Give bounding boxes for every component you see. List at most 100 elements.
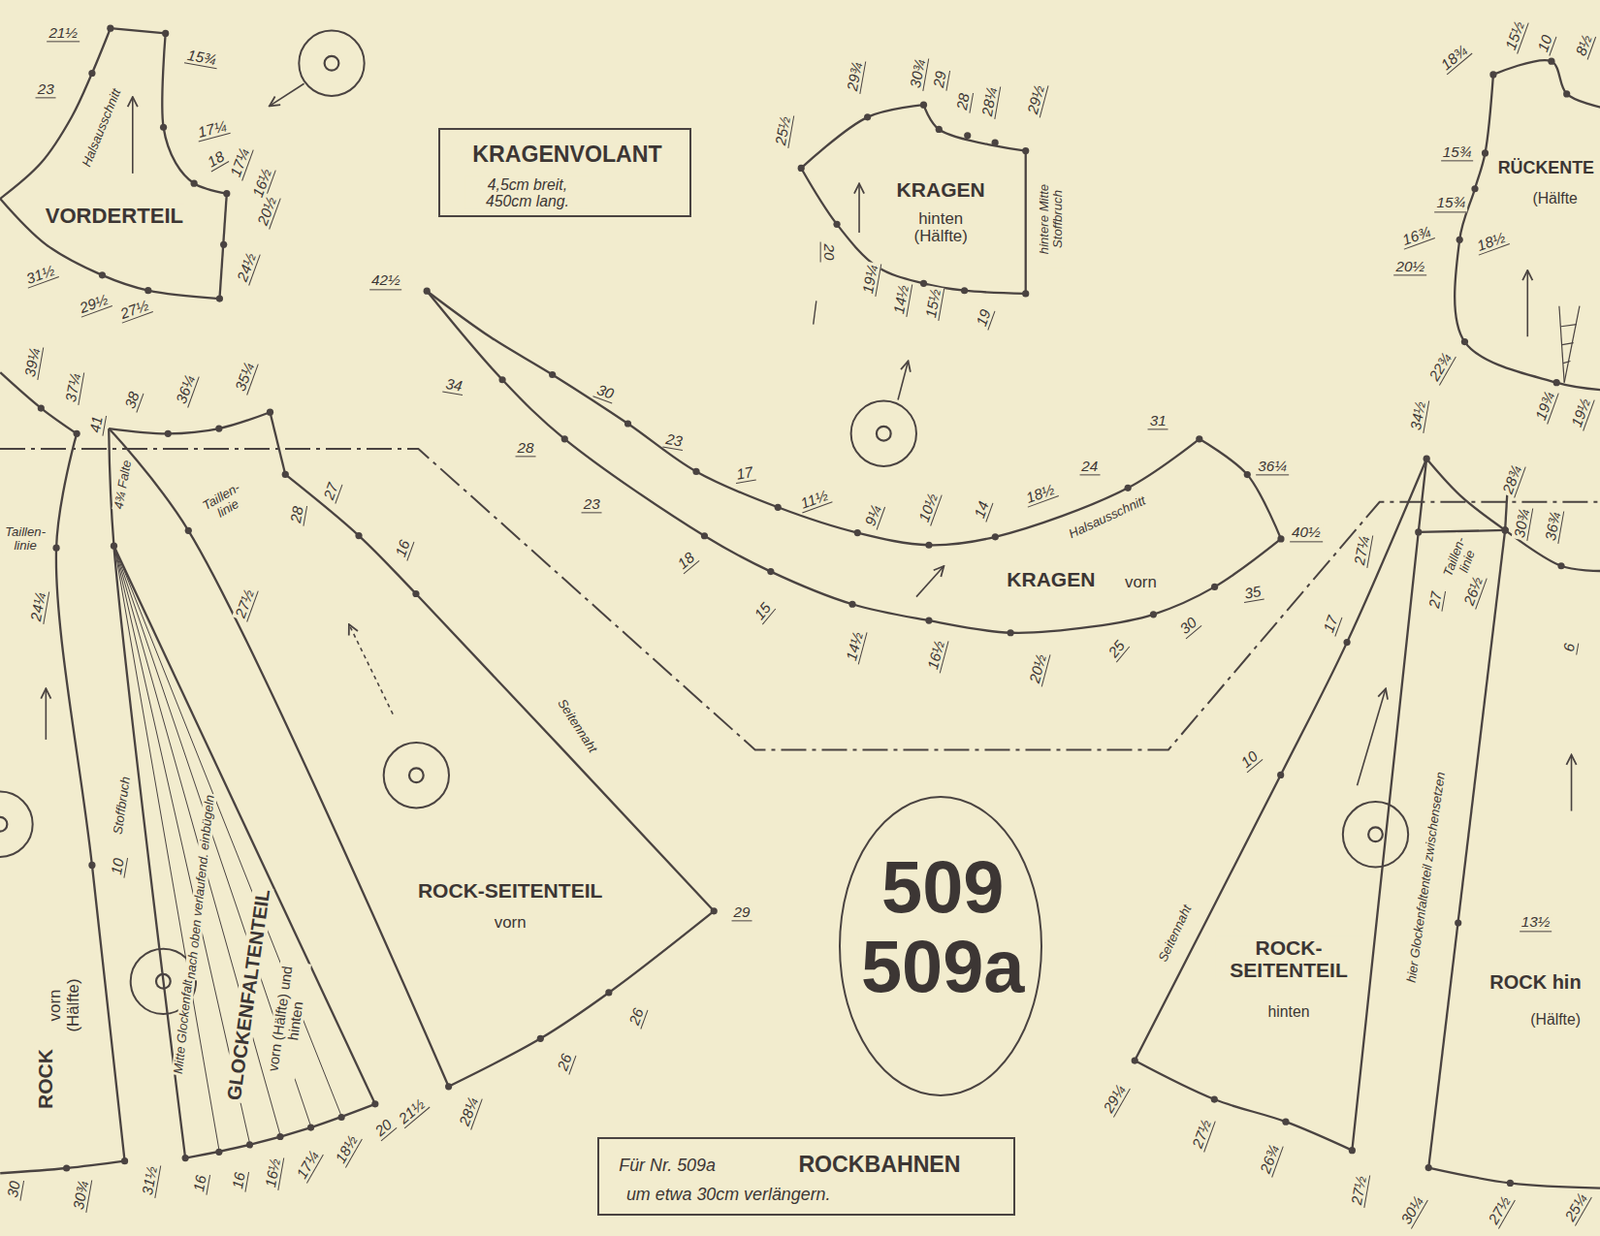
grain-arrow — [1570, 755, 1573, 812]
button-ring — [298, 31, 364, 96]
measurement-number: 41 — [87, 413, 108, 437]
piece-name: Für Nr. 509a — [616, 1156, 718, 1177]
button-mark — [384, 742, 449, 808]
measurement-number: 9¼ — [861, 502, 886, 532]
measurement-number: 18½ — [1023, 480, 1060, 509]
mark-dot — [1211, 1096, 1218, 1104]
piece-name: KRAGEN — [895, 178, 988, 201]
measurement-number: 27½ — [116, 296, 154, 324]
measurement-number: 17¼ — [193, 117, 230, 142]
mark-dot — [1277, 771, 1284, 779]
measurement-number: 30¾ — [1511, 506, 1535, 542]
piece-name: hinten (Hälfte) — [897, 210, 984, 247]
mark-dot — [1460, 338, 1468, 346]
piece-name: ROCK-SEITENTEIL — [416, 879, 605, 902]
measurement-number: 16 — [229, 1169, 251, 1193]
grain-arrow — [1526, 270, 1529, 337]
measurement-number: 31½ — [22, 261, 60, 289]
layout-line — [0, 448, 1600, 750]
piece-name: RÜCKENTE — [1496, 159, 1597, 179]
button-center — [876, 426, 892, 442]
mark-dot — [106, 25, 114, 32]
mark-dot — [1506, 1180, 1514, 1187]
mark-dot — [925, 616, 932, 624]
measurement-number: 18¾ — [1436, 41, 1472, 76]
button-ring — [384, 742, 449, 808]
measurement-number: 15¾ — [184, 47, 220, 70]
mark-dot — [920, 101, 928, 109]
mark-dot — [282, 471, 289, 479]
measurement-number: 29½ — [75, 290, 113, 319]
mark-dot — [216, 1148, 224, 1155]
cut-line — [800, 104, 924, 168]
mark-dot — [1557, 562, 1565, 570]
pattern-number-oval: 509509a — [838, 796, 1043, 1097]
measurement-number: 17¼ — [226, 145, 255, 183]
mark-dot — [624, 419, 632, 427]
note-box: Für Nr. 509aROCKBAHNENum etwa 30cm verlä… — [597, 1137, 1016, 1216]
measurement-number: 26¾ — [1256, 1142, 1284, 1180]
measurement-number: 14½ — [891, 282, 914, 318]
cut-line — [426, 290, 1200, 545]
mark-dot — [1454, 920, 1462, 928]
measurement-number: 28 — [288, 504, 309, 528]
mark-dot — [164, 430, 172, 438]
mark-dot — [144, 287, 152, 294]
cut-line — [0, 198, 220, 299]
pattern-piece: VORDERTEIL — [0, 24, 231, 303]
measurement-number: 35¼ — [231, 359, 259, 397]
measurement-number: 16 — [391, 536, 415, 562]
pleat-line — [114, 545, 312, 1128]
piece-name: 509 — [879, 850, 1006, 925]
measurement-number: 22¾ — [1425, 349, 1457, 386]
pattern-note: Halsausschnitt — [79, 85, 125, 170]
mark-dot — [121, 1157, 128, 1165]
button-center — [324, 56, 340, 71]
measurement-number: 25½ — [772, 113, 796, 149]
mark-dot — [1348, 1147, 1356, 1154]
measurement-number: 40½ — [1289, 525, 1323, 543]
measurement-number: 36¼ — [172, 371, 200, 409]
measurement-number: 15 — [750, 599, 777, 626]
cut-line — [1134, 459, 1427, 1062]
mark-dot — [864, 113, 871, 121]
mark-dot — [63, 1164, 70, 1172]
button-mark — [1343, 801, 1408, 867]
mark-dot — [182, 1154, 190, 1162]
mark-dot — [1022, 289, 1029, 297]
measurement-number: 27½ — [1347, 1173, 1371, 1209]
measurement-number: 30¼ — [1398, 1192, 1430, 1230]
piece-name: vorn — [492, 914, 529, 933]
cut-line — [56, 433, 126, 1161]
grain-arrow — [131, 96, 134, 174]
piece-name: hinten — [1266, 1003, 1312, 1021]
mark-dot — [88, 862, 96, 869]
cut-line — [923, 104, 1025, 151]
measurement-number: 38 — [121, 387, 144, 414]
piece-name: ROCK — [34, 1047, 58, 1112]
cut-line — [0, 28, 111, 199]
mark-dot — [110, 542, 118, 549]
pattern-note: Stoffbruch — [111, 775, 134, 837]
measurement-number: 25¼ — [1561, 1189, 1593, 1227]
pattern-note: Mitte Glockenfalten — [171, 964, 197, 1077]
measurement-number: 27 — [1425, 588, 1446, 612]
measurement-number: 10½ — [915, 489, 943, 527]
measurement-number: 24½ — [233, 249, 261, 287]
pattern-piece: ROCK-SEITENTEIL vorn — [104, 408, 718, 1091]
mark-dot — [960, 287, 968, 294]
mark-dot — [991, 533, 998, 541]
mark-dot — [36, 404, 44, 412]
piece-name: KRAGEN — [1004, 568, 1097, 591]
cut-line — [1351, 459, 1427, 1152]
measurement-number: 23 — [581, 496, 603, 513]
measurement-number: 24¼ — [28, 589, 51, 625]
piece-name: (Hälfte — [1530, 191, 1579, 208]
mark-dot — [848, 600, 856, 608]
measurement-number: 15¾ — [1440, 144, 1474, 161]
grain-arrow — [45, 688, 48, 740]
mark-dot — [548, 371, 556, 379]
mark-dot — [920, 280, 928, 288]
cut-line — [270, 412, 287, 475]
mark-dot — [934, 126, 942, 133]
